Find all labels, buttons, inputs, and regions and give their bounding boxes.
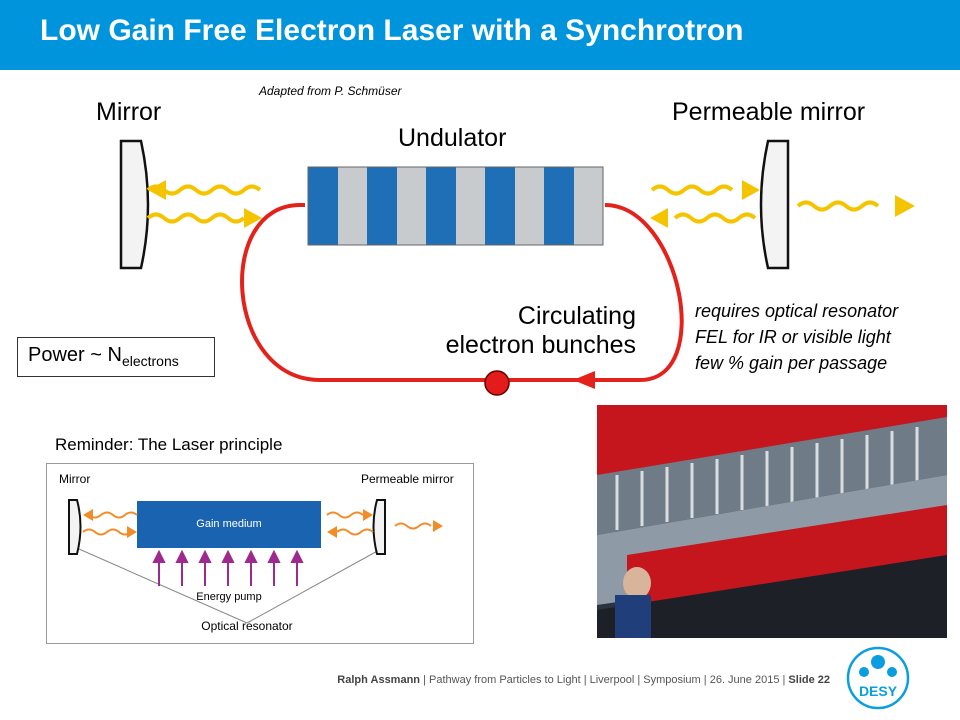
- footer-talk: Pathway from Particles to Light: [429, 674, 581, 686]
- power-box: Power ~ Nelectrons: [17, 337, 215, 377]
- wave-right-top: [650, 184, 734, 196]
- electron-bunch: [484, 370, 510, 396]
- reminder-heading: Reminder: The Laser principle: [55, 435, 283, 454]
- inset-left-mirror: [68, 499, 82, 555]
- electron-beam-path: [240, 203, 684, 382]
- note-item: requires optical resonator: [695, 301, 899, 321]
- mirror-label: Mirror: [96, 98, 162, 126]
- power-prefix: Power ~ N: [28, 344, 122, 366]
- gain-medium-label: Gain medium: [196, 518, 262, 530]
- energy-pump-arrows: [152, 549, 304, 586]
- wave-right-bottom: [673, 212, 757, 224]
- inset-mirror-label: Mirror: [59, 472, 91, 486]
- footer-venue: Liverpool: [589, 674, 635, 686]
- footer-author: Ralph Assmann: [337, 674, 421, 686]
- inset-right-mirror: [372, 499, 386, 555]
- laser-principle-figure: Mirror Permeable mirror Gain medium Ener…: [46, 463, 474, 644]
- credit-text: Adapted from P. Schmüser: [259, 84, 402, 98]
- inset-permeable-mirror-label: Permeable mirror: [361, 472, 454, 486]
- undulator-photo: [597, 405, 947, 638]
- left-mirror-shape: [119, 139, 150, 270]
- energy-pump-label: Energy pump: [196, 591, 262, 603]
- power-formula: Power ~ Nelectrons: [28, 344, 179, 369]
- permeable-mirror-label: Permeable mirror: [672, 98, 866, 126]
- right-mirror-shape: [759, 139, 790, 270]
- footer-event: Symposium: [643, 674, 701, 686]
- title-bar: Low Gain Free Electron Laser with a Sync…: [0, 0, 960, 70]
- note-item: few % gain per passage: [695, 353, 888, 373]
- undulator-magnets: [307, 166, 604, 246]
- power-subscript: electrons: [121, 353, 179, 369]
- footer-date: 26. June 2015: [709, 674, 780, 686]
- laser-principle-svg: [68, 499, 443, 624]
- bunches-label: Circulating electron bunches: [420, 302, 636, 360]
- desy-logo: DESY: [846, 646, 910, 710]
- note-item: FEL for IR or visible light: [695, 327, 891, 347]
- gain-medium-block: [137, 501, 321, 548]
- fel-diagram: [119, 139, 915, 396]
- undulator-label: Undulator: [398, 124, 507, 152]
- bunches-line-2: electron bunches: [445, 331, 636, 359]
- optical-resonator-label: Optical resonator: [201, 619, 293, 633]
- photo-illustration: [597, 405, 947, 638]
- wave-left-bottom: [146, 212, 246, 224]
- desy-logo-text: DESY: [859, 683, 898, 699]
- wave-output: [796, 200, 880, 212]
- notes-list: requires optical resonator FEL for IR or…: [695, 298, 898, 376]
- beam-direction-arrow: [573, 371, 595, 389]
- footer-slide-number: Slide 22: [788, 674, 830, 686]
- footer: Ralph Assmann | Pathway from Particles t…: [337, 674, 830, 686]
- slide-title: Low Gain Free Electron Laser with a Sync…: [40, 14, 744, 47]
- bunches-line-1: Circulating: [517, 302, 636, 330]
